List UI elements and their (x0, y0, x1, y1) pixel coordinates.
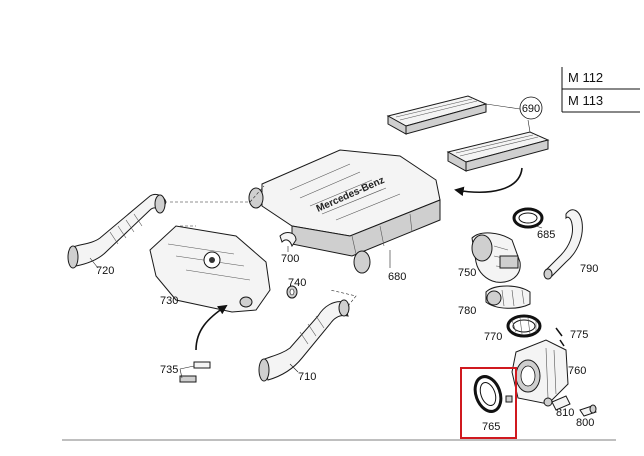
highlight-box-765[interactable] (460, 367, 517, 439)
callout-740: 740 (288, 277, 306, 289)
part-710-intake-duct: 710 (258, 289, 357, 383)
part-685-seal-ring: 685 (512, 207, 555, 241)
callout-790: 790 (580, 263, 598, 275)
callout-685: 685 (537, 229, 555, 241)
part-750-air-mass-sensor: 750 (458, 232, 521, 283)
callout-720: 720 (96, 265, 114, 277)
model-label-m112: M 112 (568, 70, 603, 85)
part-790-breather-hose: 790 (543, 209, 598, 280)
model-designation-box: M 112 M 113 (561, 67, 640, 113)
callout-810: 810 (556, 407, 574, 419)
part-770-hose-clamp: 770 (484, 314, 542, 343)
reference-line-720 (170, 185, 265, 203)
part-690-air-filter-elements: 690 (386, 95, 550, 172)
callout-760: 760 (568, 365, 586, 377)
callout-770: 770 (484, 331, 502, 343)
part-765-seal-ring-highlighted[interactable]: 765 (460, 367, 517, 439)
callout-800: 800 (576, 417, 594, 429)
callout-750: 750 (458, 267, 476, 279)
part-680-air-filter-housing: Mercedes-Benz 680 (248, 149, 441, 283)
callout-735: 735 (160, 364, 178, 376)
callout-690: 690 (522, 103, 540, 115)
part-740-grommet: 740 (286, 277, 306, 299)
part-735-clips: 735 (160, 361, 211, 383)
part-810-bolt: 810 (551, 395, 574, 419)
callout-circle-690 (519, 96, 543, 120)
assembly-arrow-685 (454, 167, 523, 197)
callout-780: 780 (458, 305, 476, 317)
part-780-connector: 780 (458, 285, 531, 317)
part-800-pin: 800 (576, 404, 597, 429)
part-700-clip: 700 (279, 232, 299, 265)
part-730-lower-housing: 730 (149, 225, 271, 313)
model-label-m113: M 113 (568, 93, 603, 108)
callout-765: 765 (482, 421, 500, 433)
callout-700: 700 (281, 253, 299, 265)
part-720-intake-duct: 720 (67, 193, 167, 277)
assembly-arrow-735 (195, 304, 228, 351)
part-775-screws: 775 (555, 327, 588, 347)
callout-730: 730 (160, 295, 178, 307)
callout-680: 680 (388, 271, 406, 283)
callout-710: 710 (298, 371, 316, 383)
callout-775: 775 (570, 329, 588, 341)
part-760-throttle-body: 760 (511, 339, 586, 407)
